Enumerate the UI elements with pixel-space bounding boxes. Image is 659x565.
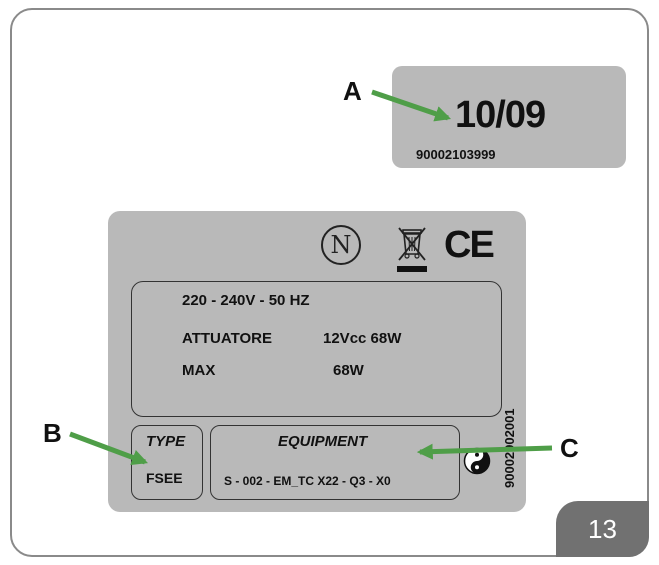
type-value: FSEE [146,470,183,486]
type-title: TYPE [146,433,186,450]
voltage-text: 220 - 240V - 50 HZ [182,292,310,309]
max-value: 68W [333,362,364,379]
yin-yang-icon [463,447,491,475]
specs-box [131,281,502,417]
date-label [392,66,626,168]
figure-number-badge: 13 [556,501,649,557]
date-code: 10/09 [455,94,546,136]
actuator-label: ATTUATORE [182,330,272,347]
callout-a-arrow [371,89,452,122]
equipment-box [210,425,460,500]
n-mark-icon: N [321,225,361,265]
max-label: MAX [182,362,216,379]
weee-bin-icon [397,227,427,272]
callout-c-label: C [560,433,579,463]
callout-b-arrow [69,431,148,466]
ce-mark-icon: CE [444,224,495,266]
rating-plate [108,211,526,512]
equipment-value: S - 002 - EM_TC X22 - Q3 - X0 [224,474,391,488]
callout-c-arrow [416,443,553,460]
actuator-value: 12Vcc 68W [323,330,402,347]
date-serial: 90002103999 [416,147,496,162]
equipment-title: EQUIPMENT [278,433,368,450]
callout-b-label: B [43,418,62,448]
callout-a-label: A [343,76,362,106]
